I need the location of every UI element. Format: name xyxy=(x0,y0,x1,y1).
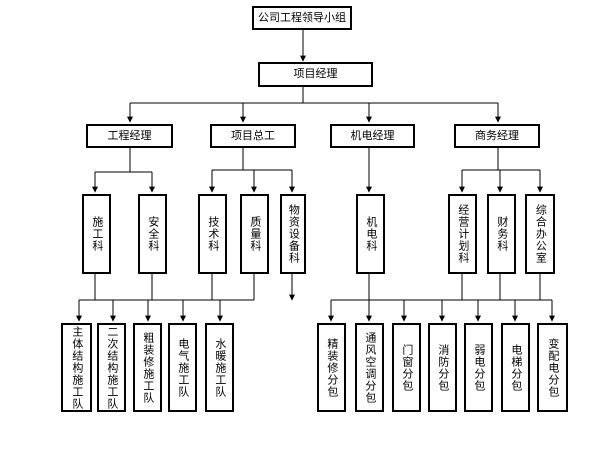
node-dept-finance: 财务科 xyxy=(487,194,516,274)
node-sub-main-structure: 主体结构施工队 xyxy=(61,323,92,412)
node-sub-low-voltage: 弱电分包 xyxy=(464,323,493,412)
node-sub-rough-finish: 粗装修施工队 xyxy=(133,323,162,412)
node-dept-construction: 施工科 xyxy=(82,194,111,274)
node-dept-safety: 安全科 xyxy=(138,194,167,274)
node-dept-mep: 机电科 xyxy=(356,194,385,274)
node-root: 公司工程领导小组 xyxy=(252,6,352,30)
node-sub-power-distribution: 变配电分包 xyxy=(537,323,568,412)
node-business-manager: 商务经理 xyxy=(454,124,540,148)
node-dept-planning: 经营计划科 xyxy=(448,194,477,274)
node-project-manager: 项目经理 xyxy=(258,62,373,87)
node-mep-manager: 机电经理 xyxy=(330,124,415,148)
node-sub-electrical: 电气施工队 xyxy=(168,323,197,412)
node-dept-quality: 质量科 xyxy=(240,194,269,274)
node-sub-fine-finish: 精装修分包 xyxy=(317,323,346,412)
node-dept-office: 综合办公室 xyxy=(525,194,555,274)
node-sub-secondary-structure: 二次结构施工队 xyxy=(97,323,126,412)
node-dept-technical: 技术科 xyxy=(198,194,227,274)
node-chief-engineer: 项目总工 xyxy=(210,124,296,148)
node-engineering-manager: 工程经理 xyxy=(86,124,173,148)
node-sub-hvac: 通风空调分包 xyxy=(355,323,384,412)
node-sub-plumbing: 水暖施工队 xyxy=(205,323,234,412)
node-sub-elevator: 电梯分包 xyxy=(501,323,530,412)
node-sub-doors-windows: 门窗分包 xyxy=(392,323,421,412)
node-dept-materials: 物资设备科 xyxy=(280,194,306,274)
node-sub-fire: 消防分包 xyxy=(428,323,457,412)
